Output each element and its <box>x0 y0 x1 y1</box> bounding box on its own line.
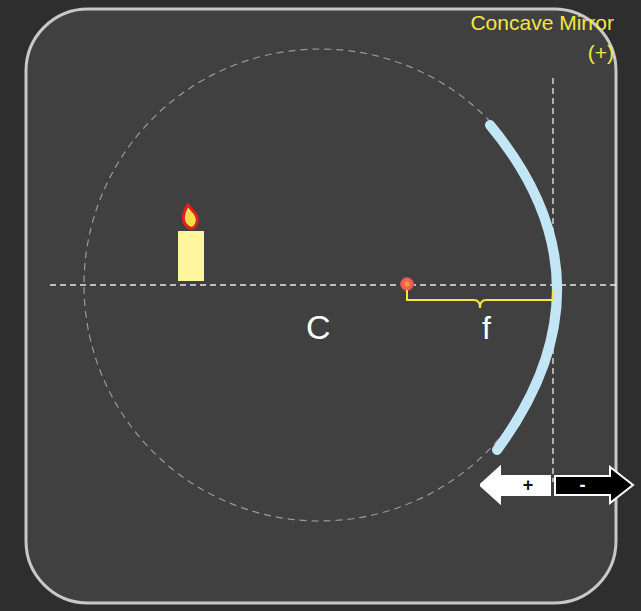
focal-length-label: f <box>482 310 491 347</box>
mirror-title: Concave Mirror (+) <box>452 8 614 68</box>
concave-mirror <box>490 125 557 450</box>
arrow-outline <box>555 467 633 503</box>
focal-length-bracket <box>407 290 553 308</box>
positive-direction-arrow: + <box>480 465 552 505</box>
principal-axis <box>50 284 616 285</box>
focal-point-core <box>405 282 410 287</box>
sign-text: - <box>555 476 610 494</box>
arrow-shape <box>480 465 552 505</box>
negative-direction-arrow: - <box>553 465 637 505</box>
candle-body <box>178 231 204 281</box>
center-label: C <box>306 308 331 347</box>
candle-flame <box>183 205 197 228</box>
arrow-shape <box>553 465 637 505</box>
focal-point <box>401 278 414 291</box>
sign-text: + <box>506 476 550 494</box>
panel <box>26 9 616 603</box>
arrow-outline <box>480 467 550 503</box>
